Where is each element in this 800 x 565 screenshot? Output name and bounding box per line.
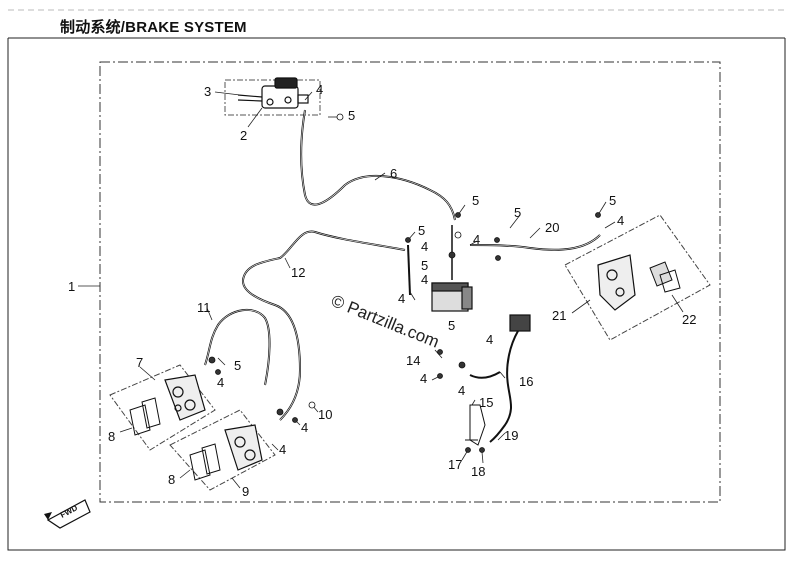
callout-15: 15 [479,395,493,410]
callout-4h: 4 [420,371,427,386]
callout-4e: 4 [617,213,624,228]
callout-6: 6 [390,166,397,181]
brake-hose-6-inner [300,109,456,221]
brake-hose-12-inner [242,231,406,421]
callout-3: 3 [204,84,211,99]
callout-4k: 4 [279,442,286,457]
assembly-frame [99,61,721,503]
caliper-group-9-frame [169,409,276,491]
callout-4c: 4 [473,232,480,247]
callout-7: 7 [136,355,143,370]
callout-4d: 4 [421,272,428,287]
callout-2: 2 [240,128,247,143]
callout-1: 1 [68,279,75,294]
callout-5e: 5 [421,258,428,273]
callout-labels: 1 2 3 4 5 6 5 5 4 5 4 5 4 20 5 4 12 5 4 … [68,82,696,499]
callout-5g: 5 [448,318,455,333]
caliper-group-21-frame [564,214,711,341]
callout-20: 20 [545,220,559,235]
callout-11: 11 [197,300,211,315]
callout-5c: 5 [418,223,425,238]
callout-17: 17 [448,457,462,472]
sensor-bracket [465,404,486,446]
callout-4g: 4 [217,375,224,390]
leader-lines [78,91,684,489]
callout-4b: 4 [421,239,428,254]
callout-4a: 4 [316,82,323,97]
callout-8a: 8 [108,429,115,444]
callout-4i: 4 [458,383,465,398]
abs-modulator [431,282,473,312]
brake-pads-8b [189,443,221,481]
callout-14: 14 [406,353,420,368]
callout-10: 10 [318,407,332,422]
fwd-arrow: FWD [44,499,91,529]
callout-16: 16 [519,374,533,389]
callout-4j: 4 [301,420,308,435]
callout-5a: 5 [348,108,355,123]
fasteners [208,113,601,453]
callout-8b: 8 [168,472,175,487]
wheel-speed-sensor [489,314,531,443]
master-cylinder-group-frame [224,79,321,116]
callout-5f: 5 [609,193,616,208]
brake-hose-11 [204,309,271,386]
callout-5h: 5 [234,358,241,373]
brake-hose-6 [300,109,456,221]
brake-hose-20-inner [469,234,601,251]
callout-18: 18 [471,464,485,479]
page-title: 制动系统/BRAKE SYSTEM [60,19,247,36]
sensor-cable-16 [469,371,501,379]
front-caliper-9 [224,424,263,471]
page-border [7,38,786,551]
callout-9: 9 [242,484,249,499]
brake-hose-20 [469,234,601,251]
callout-19: 19 [504,428,518,443]
brake-pads-8a [129,397,161,436]
callout-22: 22 [682,312,696,327]
callout-21: 21 [552,308,566,323]
rear-caliper-21 [597,254,636,311]
front-caliper-7 [164,374,206,421]
callout-4l: 4 [486,332,493,347]
callout-5d: 5 [514,205,521,220]
caliper-group-7-frame [109,364,216,451]
brake-hose-11-inner [204,309,270,386]
abs-line-left [407,244,411,296]
watermark: © Partzilla.com [329,291,442,352]
master-cylinder [237,77,309,109]
callout-12: 12 [291,265,305,280]
callout-5b: 5 [472,193,479,208]
brake-pads-22 [649,261,681,293]
callout-4f: 4 [398,291,405,306]
